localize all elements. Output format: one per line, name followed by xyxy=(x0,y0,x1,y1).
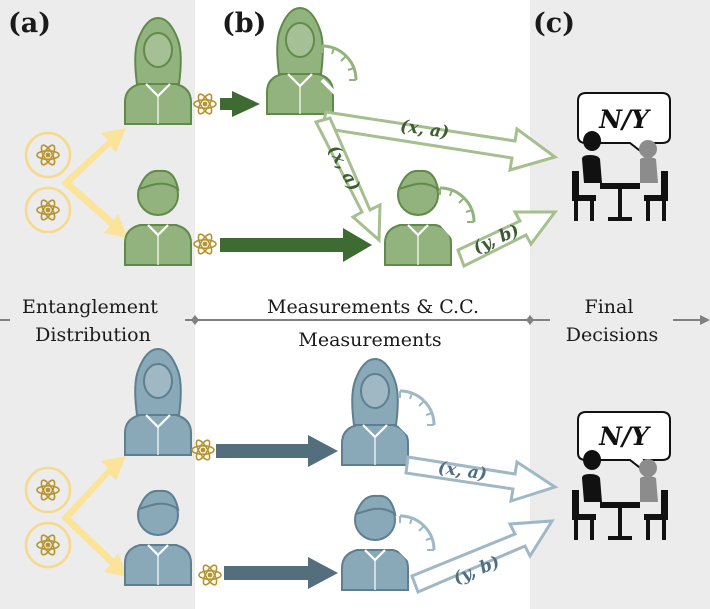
qubit-arrow-bob-top xyxy=(220,228,372,262)
alice-icon-top-b xyxy=(265,6,335,116)
speech-bubble-icon: N/Y xyxy=(577,411,671,477)
panel-label-b: (b) xyxy=(222,8,266,39)
timeline-axis xyxy=(0,315,710,325)
atom-icon xyxy=(193,231,217,257)
entanglement-source-bottom xyxy=(24,466,72,569)
alice-icon-bottom-b xyxy=(340,357,410,467)
message-label-bob-dealer-top: (y, b) xyxy=(470,220,522,258)
distribution-arrows-bottom xyxy=(62,456,128,577)
qubit-arrow-alice-top xyxy=(220,91,260,117)
bob-icon-bottom-b xyxy=(340,494,410,592)
atom-icon xyxy=(191,437,215,463)
stage-final-decisions-label: Final Decisions xyxy=(566,296,658,346)
distribution-arrows-top xyxy=(62,128,128,238)
bob-icon-top-b xyxy=(383,169,453,267)
message-label-alice-dealer-bottom: (x, a) xyxy=(437,458,488,485)
atom-icon xyxy=(193,91,217,117)
message-arrows-bottom xyxy=(404,455,559,594)
qubit-arrow-bob-bottom xyxy=(224,557,338,589)
panel-label-c: (c) xyxy=(533,8,575,39)
stopwatch-icon xyxy=(438,186,476,224)
dial-hand xyxy=(398,423,420,445)
stopwatch-icon xyxy=(398,389,436,427)
dial-hand xyxy=(438,220,458,242)
message-arrows-top xyxy=(313,110,559,269)
atom-icon xyxy=(198,562,222,588)
dial-hand xyxy=(320,78,342,100)
decision-text-bottom: N/Y xyxy=(598,422,651,451)
entanglement-source-top xyxy=(24,131,72,234)
stage-entanglement-label: Entanglement Distribution xyxy=(22,296,164,346)
dial-hand xyxy=(398,548,420,570)
panel-label-a: (a) xyxy=(8,8,51,39)
stopwatch-icon xyxy=(320,44,358,82)
stage-measurements-label: Measurements xyxy=(298,329,441,351)
qubit-arrow-alice-bottom xyxy=(216,435,338,467)
message-label-alice-bob-top: (x, a) xyxy=(323,142,364,195)
stopwatch-icon xyxy=(398,514,436,552)
decision-text-top: N/Y xyxy=(598,105,651,134)
stage-measurements-cc-label: Measurements & C.C. xyxy=(267,296,479,318)
